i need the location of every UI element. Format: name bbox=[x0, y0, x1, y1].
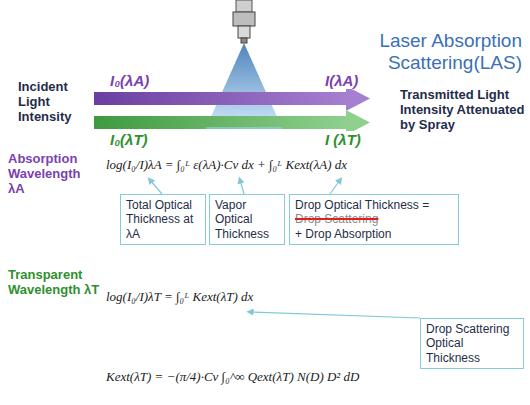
callout-box: Vapor Optical Thickness bbox=[209, 194, 285, 245]
box-text: + Drop Absorption bbox=[295, 227, 453, 241]
callout-box: Total Optical Thickness at λA bbox=[120, 194, 206, 245]
intensity-symbol: I(λA) bbox=[325, 72, 395, 89]
incident-label: Incident Light Intensity bbox=[18, 80, 92, 125]
wavelength-label: Absorption Wavelength λA bbox=[8, 152, 100, 197]
wavelength-label: Transparent Wavelength λT bbox=[8, 268, 100, 298]
struck-text: Drop Scattering bbox=[295, 212, 453, 226]
transmitted-label: Transmitted Light Intensity Attenuated b… bbox=[400, 88, 526, 133]
box-text: Drop Scattering Optical Thickness bbox=[426, 322, 518, 365]
intensity-symbol: I₀(λA) bbox=[110, 72, 190, 89]
box-text: Drop Optical Thickness = bbox=[295, 198, 453, 212]
equation: log(I₀/I)λT = ∫₀ᴸ Kext(λT) dx bbox=[106, 290, 366, 305]
intensity-symbol: I (λT) bbox=[325, 131, 395, 148]
equation: log(I₀/I)λA = ∫₀ᴸ ε(λA)·Cv dx + ∫₀ᴸ Kext… bbox=[106, 158, 456, 173]
intensity-symbol: I₀(λT) bbox=[110, 131, 190, 148]
title-label: Laser Absorption Scattering(LAS) bbox=[330, 30, 522, 74]
absorption-beam bbox=[94, 86, 370, 111]
callout-box: Drop Scattering Optical Thickness bbox=[420, 318, 524, 369]
box-text: Vapor Optical Thickness bbox=[215, 198, 279, 241]
equation: Kext(λT) = −(π/4)·Cv ∫₀^∞ Qext(λT) N(D) … bbox=[106, 370, 486, 385]
spray-plume bbox=[206, 43, 282, 128]
callout-box: Drop Optical Thickness =Drop Scattering+… bbox=[289, 194, 459, 245]
box-text: Total Optical Thickness at λA bbox=[126, 198, 200, 241]
injector bbox=[233, 0, 255, 43]
